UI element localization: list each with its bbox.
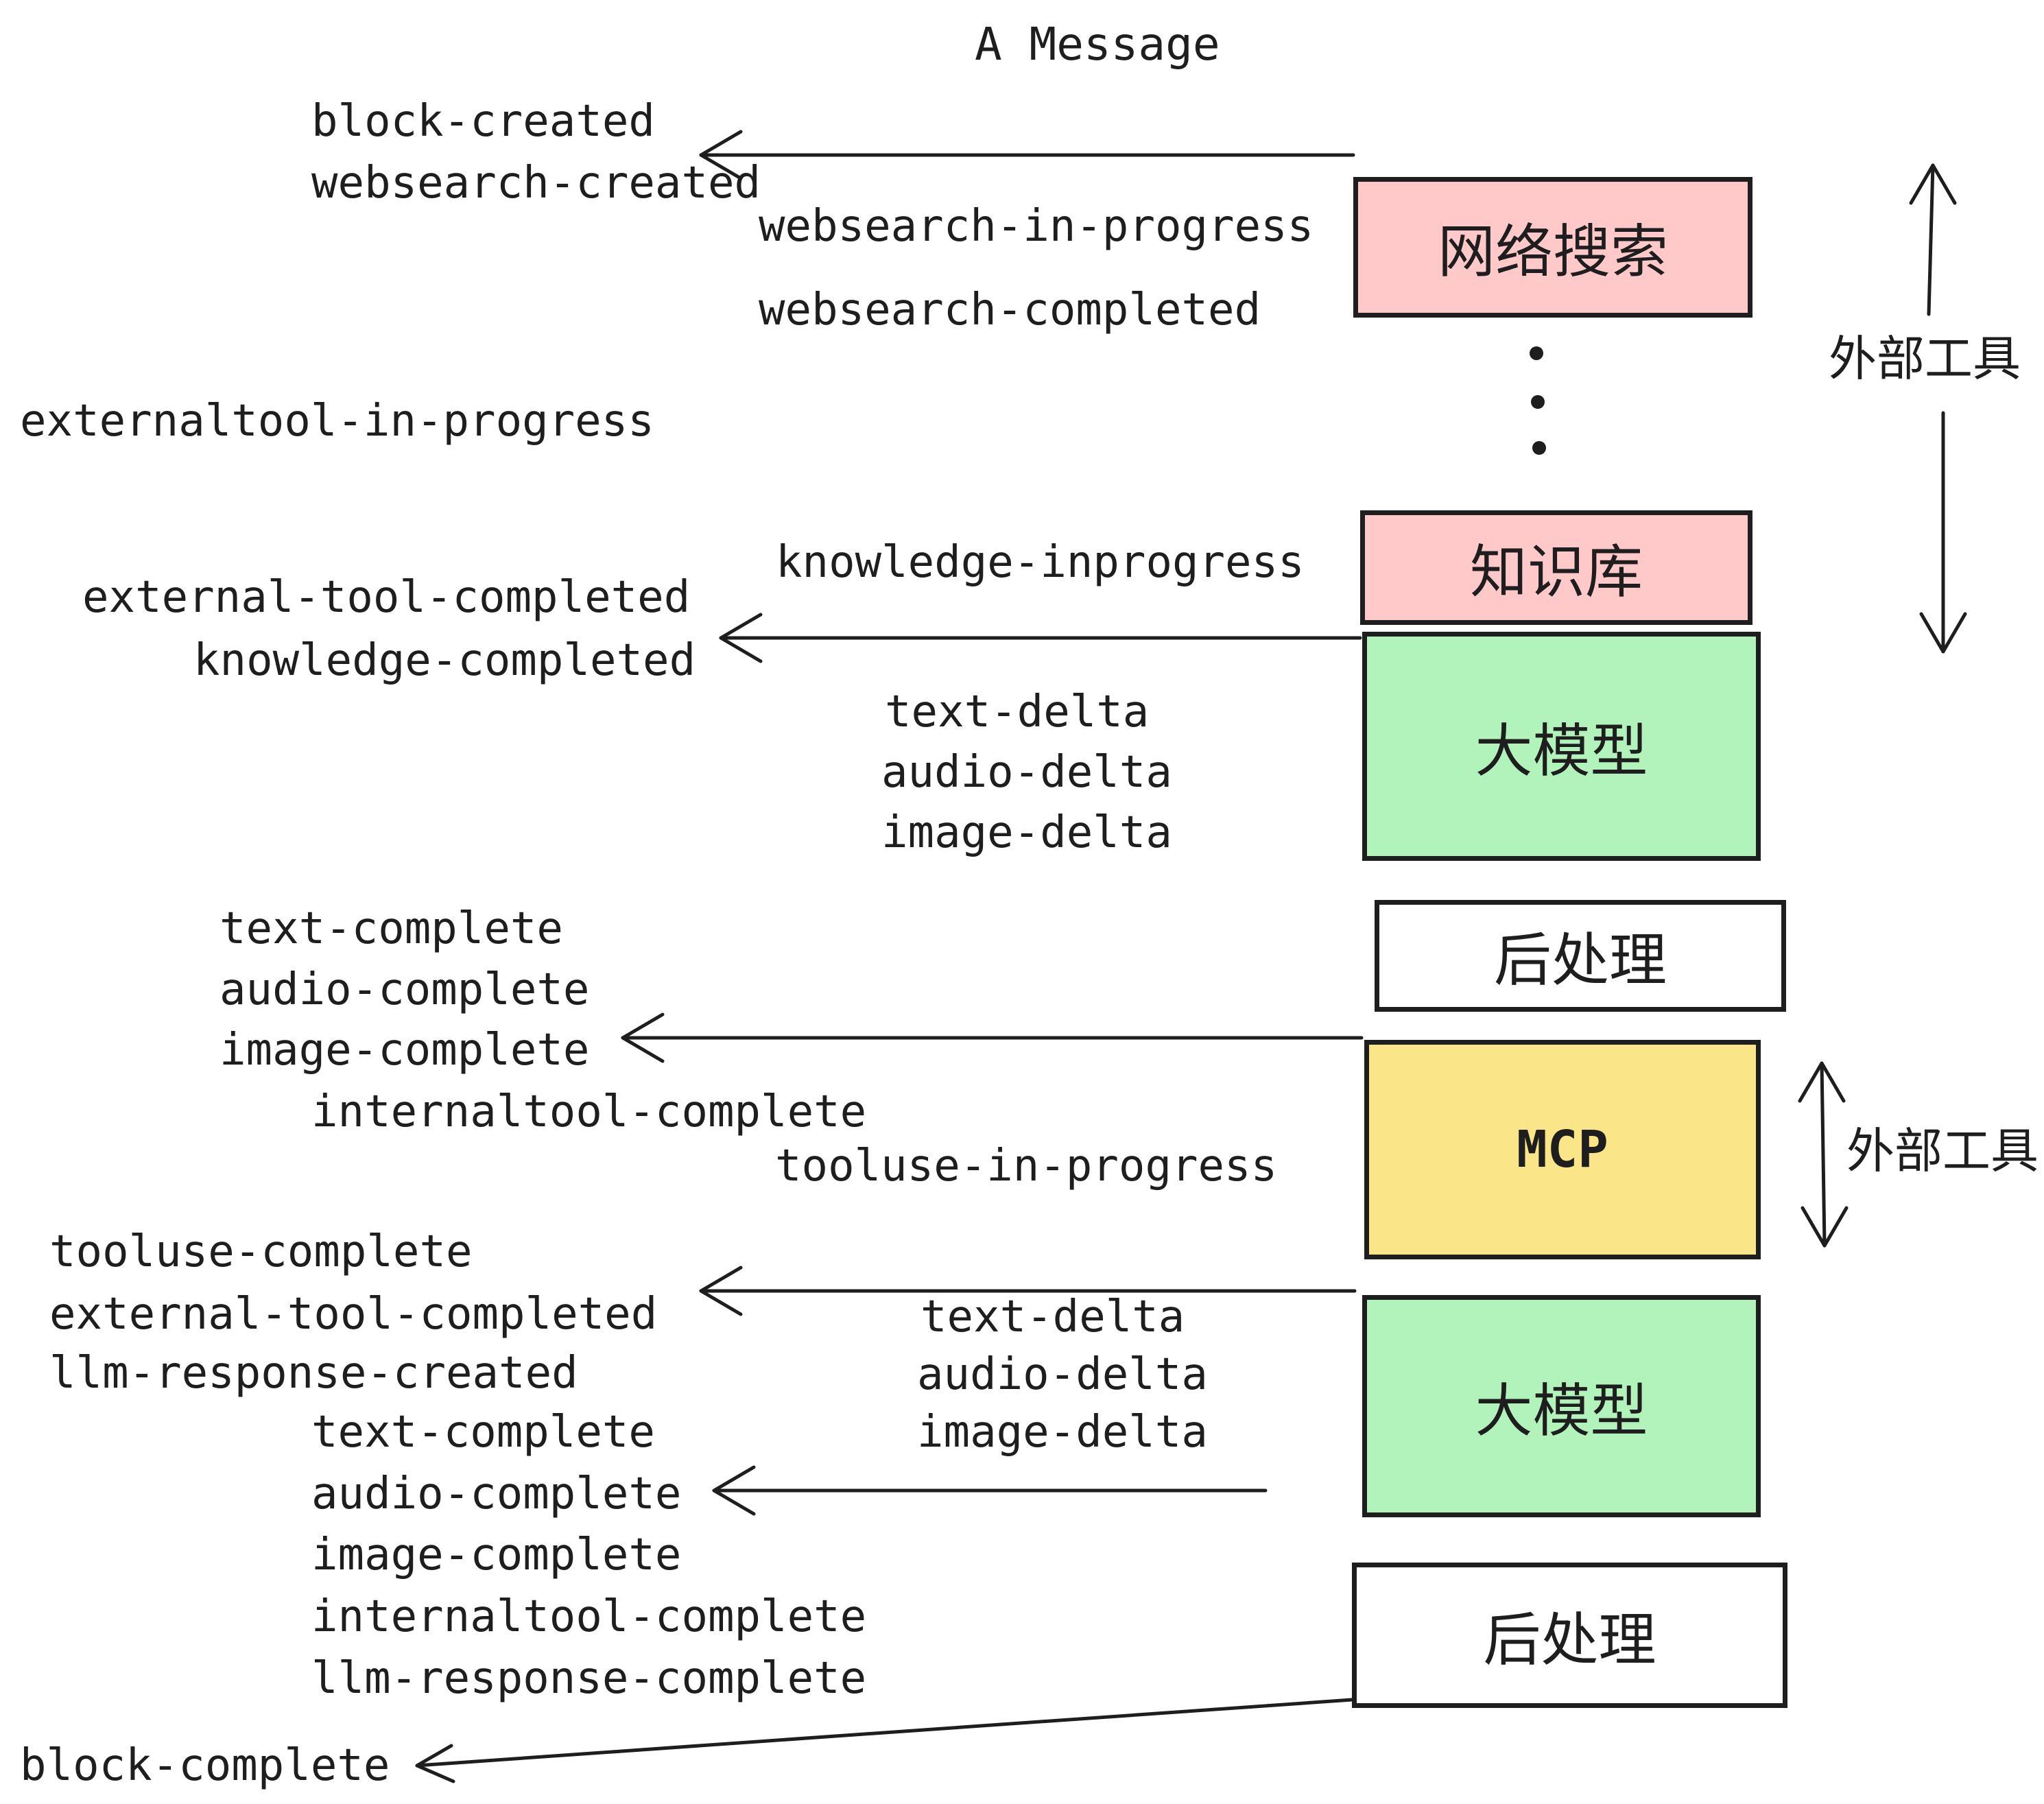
event-label-image-complete-2: image-complete (311, 1530, 682, 1580)
event-label-text-delta-1: text-delta (885, 687, 1150, 737)
box-web-search-label: 网络搜索 (1437, 218, 1668, 285)
box-web-search: 网络搜索 (1353, 177, 1752, 318)
event-label-tooluse-complete: tooluse-complete (49, 1226, 473, 1277)
box-post-process-2: 后处理 (1352, 1563, 1787, 1708)
arrow-mcp-to-tooluse-complete (699, 1266, 1357, 1316)
box-llm-2-label: 大模型 (1475, 1377, 1648, 1445)
external-tools-arrow-mcp (1798, 1061, 1849, 1248)
event-label-audio-delta-2: audio-delta (917, 1349, 1208, 1400)
event-label-text-complete-2: text-complete (311, 1407, 655, 1458)
event-label-llm-response-complete: llm-response-complete (311, 1653, 867, 1704)
event-label-image-delta-2: image-delta (917, 1407, 1208, 1458)
event-label-internaltool-complete-1: internaltool-complete (311, 1087, 867, 1137)
box-llm-1: 大模型 (1362, 632, 1761, 861)
box-knowledge-base: 知识库 (1360, 510, 1752, 625)
event-label-external-tool-completed-1: external-tool-completed (82, 572, 691, 623)
external-tools-arrow-top (1909, 163, 1967, 654)
box-mcp: MCP (1364, 1040, 1761, 1259)
event-label-text-complete-1: text-complete (219, 903, 563, 954)
event-label-image-complete-1: image-complete (219, 1025, 590, 1076)
box-post-process-1-label: 后处理 (1493, 927, 1667, 994)
box-knowledge-base-label: 知识库 (1469, 538, 1643, 606)
event-label-internaltool-complete-2: internaltool-complete (311, 1591, 867, 1642)
box-llm-1-label: 大模型 (1475, 717, 1648, 785)
arrow-llm2-to-audio-complete (712, 1465, 1268, 1516)
ellipsis-dots (1530, 346, 1546, 455)
event-label-block-complete: block-complete (20, 1740, 390, 1791)
external-tools-label-2: 外部工具 (1846, 1123, 2039, 1179)
event-label-websearch-completed: websearch-completed (759, 285, 1261, 335)
event-label-externaltool-in-progress: externaltool-in-progress (20, 396, 654, 447)
arrow-postprocess2-to-block-complete (415, 1698, 1354, 1783)
arrow-websearch-to-created (699, 130, 1355, 180)
event-label-external-tool-completed-2: external-tool-completed (49, 1289, 658, 1340)
event-label-knowledge-completed: knowledge-completed (193, 635, 696, 686)
event-label-audio-delta-1: audio-delta (881, 747, 1172, 798)
event-label-websearch-created: websearch-created (311, 158, 761, 209)
event-label-text-delta-2: text-delta (920, 1292, 1185, 1342)
event-label-websearch-in-progress: websearch-in-progress (759, 201, 1314, 252)
event-label-knowledge-inprogress: knowledge-inprogress (776, 537, 1305, 588)
box-post-process-1: 后处理 (1375, 900, 1786, 1012)
event-label-block-created: block-created (311, 96, 655, 147)
event-label-image-delta-1: image-delta (881, 807, 1172, 858)
event-label-audio-complete-1: audio-complete (219, 964, 590, 1015)
event-label-tooluse-in-progress: tooluse-in-progress (775, 1141, 1278, 1191)
event-label-llm-response-created: llm-response-created (49, 1348, 578, 1399)
external-tools-label-1: 外部工具 (1829, 331, 2021, 387)
box-llm-2: 大模型 (1362, 1295, 1761, 1517)
arrow-knowledge-to-completed (719, 613, 1362, 663)
box-post-process-2-label: 后处理 (1483, 1606, 1656, 1674)
arrow-postprocess1-to-image-complete (621, 1012, 1364, 1063)
box-mcp-label: MCP (1517, 1120, 1608, 1179)
event-label-audio-complete-2: audio-complete (311, 1469, 682, 1519)
diagram-title: A Message (975, 18, 1220, 71)
